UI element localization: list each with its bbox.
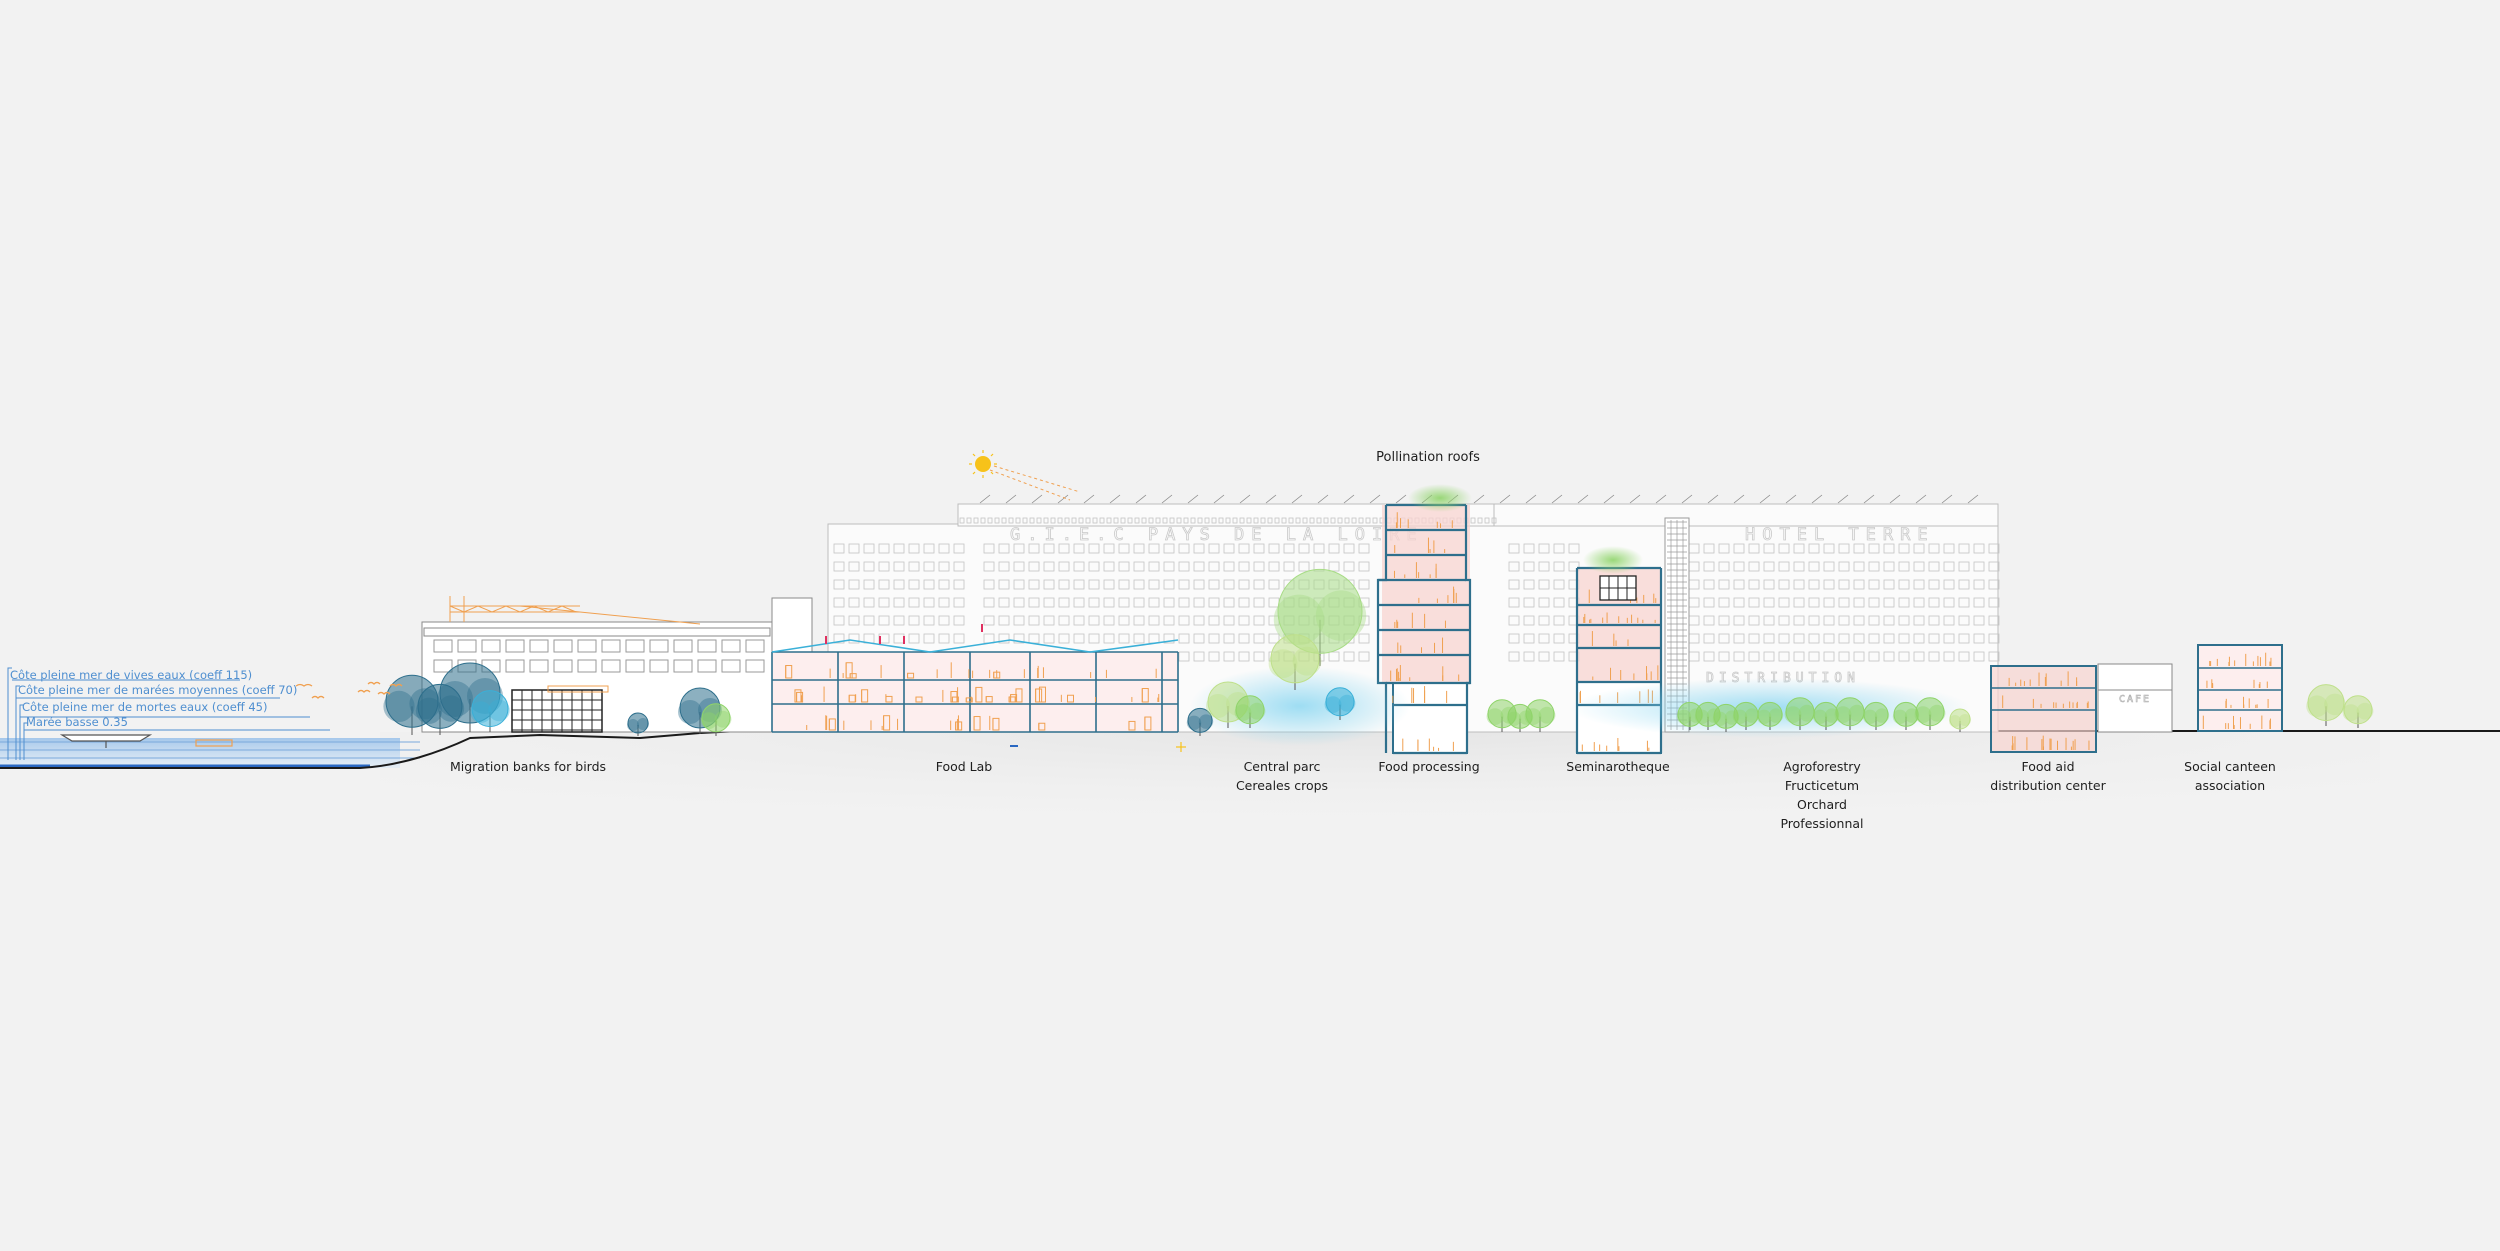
seminarotheque-label: Seminarotheque [1566, 759, 1670, 774]
food-aid-label: Food aid distribution center [1978, 757, 2118, 795]
food-aid-line-2: distribution center [1990, 778, 2106, 793]
birds-icon [295, 681, 403, 699]
agroforestry-line-4: Professionnal [1780, 816, 1864, 831]
central-parc-label: Central parc Cereales crops [1220, 757, 1344, 795]
tide-label-marees-moyennes: Côte pleine mer de marées moyennes (coef… [18, 683, 298, 697]
pollination-roof-glow-2 [1583, 546, 1643, 574]
pollination-roofs-label: Pollination roofs [1376, 450, 1480, 465]
food-aid-center-building: CAFE [1990, 663, 2173, 753]
pollination-roof-glow-1 [1408, 484, 1472, 512]
hotel-facade-sign: HOTEL TERRE [1745, 525, 1935, 545]
ground-line [0, 730, 2500, 769]
pontoons [59, 734, 233, 748]
food-processing-tower [1376, 503, 1472, 755]
central-parc-line-2: Cereales crops [1235, 778, 1329, 793]
central-parc-glow [1190, 666, 1410, 746]
food-processing-label: Food processing [1378, 759, 1480, 774]
agroforestry-line-1: Agroforestry [1783, 759, 1861, 774]
food-lab-label: Food Lab [935, 759, 993, 774]
trees [383, 568, 2374, 736]
social-canteen-line-1: Social canteen [2184, 759, 2276, 774]
sun-icon [969, 450, 1081, 501]
giec-facade-sign: G.I.E.C PAYS DE LA LOIRE [1010, 525, 1424, 545]
agroforestry-label: Agroforestry Fructicetum Orchard Profess… [1760, 757, 1884, 833]
tide-label-maree-basse: Marée basse 0.35 [26, 715, 128, 729]
cafe-sign: CAFE [2119, 694, 2151, 705]
social-canteen-line-2: association [2194, 778, 2266, 793]
social-canteen-building [2197, 644, 2283, 732]
central-parc-line-1: Central parc [1243, 759, 1321, 774]
tide-label-vives-eaux: Côte pleine mer de vives eaux (coeff 115… [10, 668, 253, 682]
agroforestry-line-2: Fructicetum [1784, 778, 1860, 793]
food-lab-building [771, 624, 1179, 733]
migration-banks-label: Migration banks for birds [449, 759, 607, 774]
soil-texture [380, 732, 2380, 862]
tide-label-mortes-eaux: Côte pleine mer de mortes eaux (coeff 45… [22, 700, 268, 714]
social-canteen-label: Social canteen association [2168, 757, 2292, 795]
tide-reference-lines [7, 667, 330, 760]
underground-markers [1010, 742, 1186, 752]
agroforestry-line-3: Orchard [1796, 797, 1847, 812]
food-aid-line-1: Food aid [2021, 759, 2075, 774]
estuary-water [0, 738, 420, 768]
